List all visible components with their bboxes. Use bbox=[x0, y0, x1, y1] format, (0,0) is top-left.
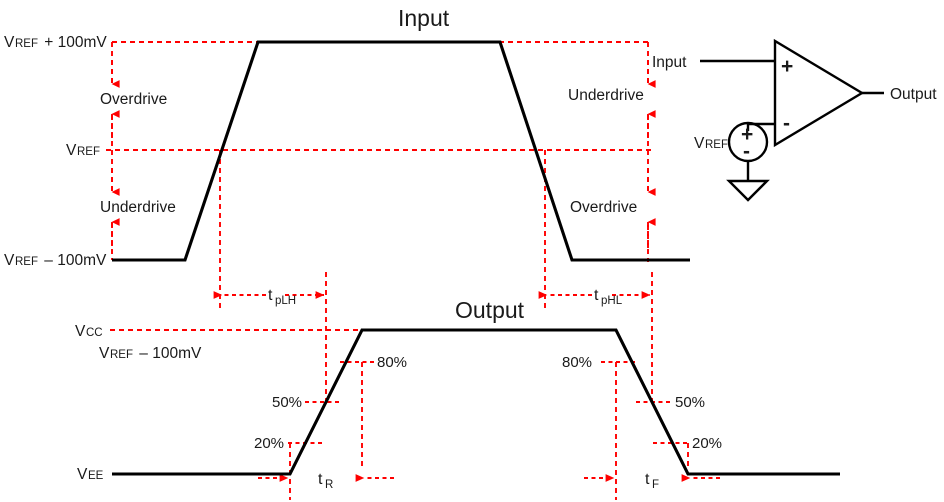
rise-50-label: 50% bbox=[272, 394, 302, 411]
svg-text:– 100mV: – 100mV bbox=[135, 345, 202, 362]
svg-text:REF: REF bbox=[110, 349, 133, 361]
svg-text:+ 100mV: + 100mV bbox=[40, 34, 107, 51]
svg-text:t: t bbox=[268, 287, 273, 304]
svg-text:V: V bbox=[694, 135, 705, 152]
svg-text:V: V bbox=[4, 252, 15, 269]
label-vref-plus: V REF + 100mV bbox=[4, 34, 107, 51]
source-minus-sign: - bbox=[743, 140, 750, 163]
circuit-vref-label: V REF bbox=[694, 135, 728, 152]
input-waveform bbox=[112, 40, 690, 262]
svg-text:REF: REF bbox=[15, 256, 38, 268]
circuit-input-label: Input bbox=[652, 54, 687, 71]
svg-text:V: V bbox=[99, 345, 110, 362]
label-vcc: V CC bbox=[75, 323, 103, 340]
fall-80-label: 80% bbox=[562, 354, 592, 371]
svg-text:CC: CC bbox=[86, 327, 103, 339]
svg-text:V: V bbox=[77, 466, 88, 483]
rise-20-label: 20% bbox=[254, 435, 284, 452]
output-waveform bbox=[112, 328, 840, 476]
svg-text:R: R bbox=[325, 479, 333, 491]
label-vcc-note: V REF – 100mV bbox=[99, 345, 202, 362]
svg-text:pHL: pHL bbox=[601, 295, 623, 307]
noninverting-input-sign: + bbox=[781, 55, 793, 78]
label-vee: V EE bbox=[77, 466, 104, 483]
fall-20-label: 20% bbox=[692, 435, 722, 452]
svg-text:EE: EE bbox=[88, 470, 104, 482]
svg-text:REF: REF bbox=[15, 38, 38, 50]
svg-text:V: V bbox=[4, 34, 15, 51]
source-plus-sign: + bbox=[741, 123, 753, 146]
svg-text:t: t bbox=[318, 471, 323, 488]
svg-text:V: V bbox=[66, 142, 77, 159]
tf-label: t F bbox=[645, 471, 659, 491]
overdrive-left-label: Overdrive bbox=[100, 91, 167, 108]
ground-symbol bbox=[726, 179, 770, 202]
svg-text:REF: REF bbox=[705, 139, 728, 151]
underdrive-right-label: Underdrive bbox=[568, 87, 644, 104]
output-title: Output bbox=[455, 297, 525, 323]
svg-text:t: t bbox=[594, 287, 599, 304]
svg-text:V: V bbox=[75, 323, 86, 340]
svg-text:F: F bbox=[652, 479, 659, 491]
tr-label: t R bbox=[318, 471, 333, 491]
label-vref-minus: V REF – 100mV bbox=[4, 252, 107, 269]
overdrive-right-label: Overdrive bbox=[570, 199, 637, 216]
fall-50-label: 50% bbox=[675, 394, 705, 411]
rise-80-label: 80% bbox=[377, 354, 407, 371]
svg-text:– 100mV: – 100mV bbox=[40, 252, 107, 269]
circuit-output-label: Output bbox=[890, 86, 937, 103]
input-title: Input bbox=[398, 5, 450, 31]
opamp-triangle bbox=[773, 38, 865, 148]
svg-text:pLH: pLH bbox=[275, 295, 296, 307]
underdrive-left-label: Underdrive bbox=[100, 199, 176, 216]
svg-text:t: t bbox=[645, 471, 650, 488]
tplh-label: t pLH bbox=[268, 287, 296, 307]
tphl-label: t pHL bbox=[594, 287, 623, 307]
label-vref: V REF bbox=[66, 142, 100, 159]
svg-text:REF: REF bbox=[77, 146, 100, 158]
inverting-input-sign: - bbox=[783, 112, 790, 135]
